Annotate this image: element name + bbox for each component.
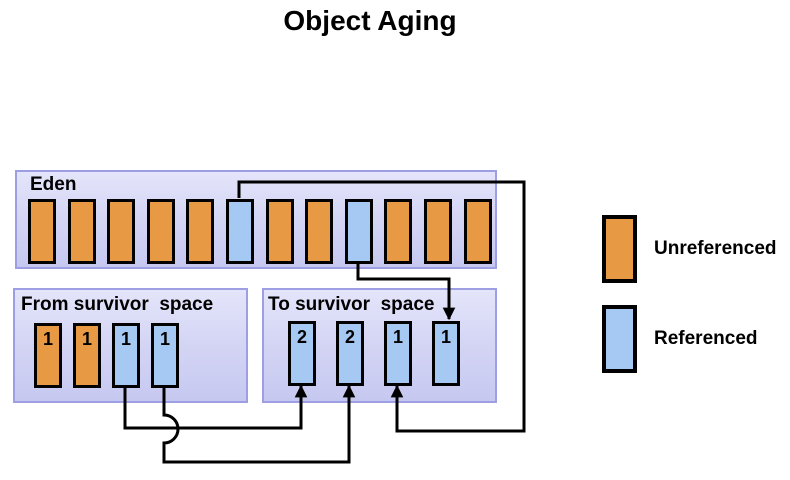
eden-cell-9 xyxy=(344,199,373,264)
from-survivor-cell-2: 1 xyxy=(73,323,101,388)
from-survivor-cell-1: 1 xyxy=(34,323,62,388)
eden-cell-3 xyxy=(107,199,136,264)
legend-label-unreferenced: Unreferenced xyxy=(654,238,777,259)
cell-age-label: 2 xyxy=(344,327,355,347)
cell-age-label: 2 xyxy=(296,327,307,347)
eden-cell-7 xyxy=(265,199,294,264)
from-survivor-label: From survivor space xyxy=(21,294,214,315)
referenced-swatch-icon xyxy=(602,305,637,373)
unreferenced-swatch-icon xyxy=(602,215,637,283)
legend-item-referenced: Referenced xyxy=(602,305,758,373)
cell-age-label: 1 xyxy=(120,329,131,349)
eden-cell-8 xyxy=(305,199,334,264)
eden-cell-4 xyxy=(146,199,175,264)
eden-cell-10 xyxy=(384,199,413,264)
to-survivor-label: To survivor space xyxy=(268,294,435,315)
to-survivor-cell-2: 2 xyxy=(336,321,364,386)
eden-label: Eden xyxy=(30,174,77,195)
cell-age-label: 1 xyxy=(81,329,92,349)
eden-cell-1 xyxy=(28,199,56,264)
cell-age-label: 1 xyxy=(159,329,170,349)
from-survivor-cells: 1 1 1 1 xyxy=(34,323,179,388)
legend-label-referenced: Referenced xyxy=(654,328,758,349)
to-survivor-cell-1: 2 xyxy=(288,321,316,386)
cell-age-label: 1 xyxy=(42,329,53,349)
to-survivor-cell-3: 1 xyxy=(384,321,412,386)
eden-cells xyxy=(28,199,492,264)
page-title: Object Aging xyxy=(283,5,457,36)
legend-item-unreferenced: Unreferenced xyxy=(602,215,777,283)
cell-age-label: 1 xyxy=(392,327,403,347)
from-survivor-cell-3: 1 xyxy=(112,323,140,388)
to-survivor-cell-4: 1 xyxy=(432,321,460,386)
eden-cell-11 xyxy=(423,199,452,264)
eden-region: Eden xyxy=(15,170,497,269)
eden-cell-5 xyxy=(186,199,215,264)
to-survivor-region: To survivor space 2 2 1 1 xyxy=(262,288,497,403)
from-survivor-region: From survivor space 1 1 1 1 xyxy=(13,288,248,403)
to-survivor-cells: 2 2 1 1 xyxy=(288,321,460,386)
eden-cell-2 xyxy=(67,199,96,264)
cell-age-label: 1 xyxy=(440,327,451,347)
eden-cell-12 xyxy=(463,199,492,264)
from-survivor-cell-4: 1 xyxy=(151,323,179,388)
eden-cell-6 xyxy=(225,199,254,264)
